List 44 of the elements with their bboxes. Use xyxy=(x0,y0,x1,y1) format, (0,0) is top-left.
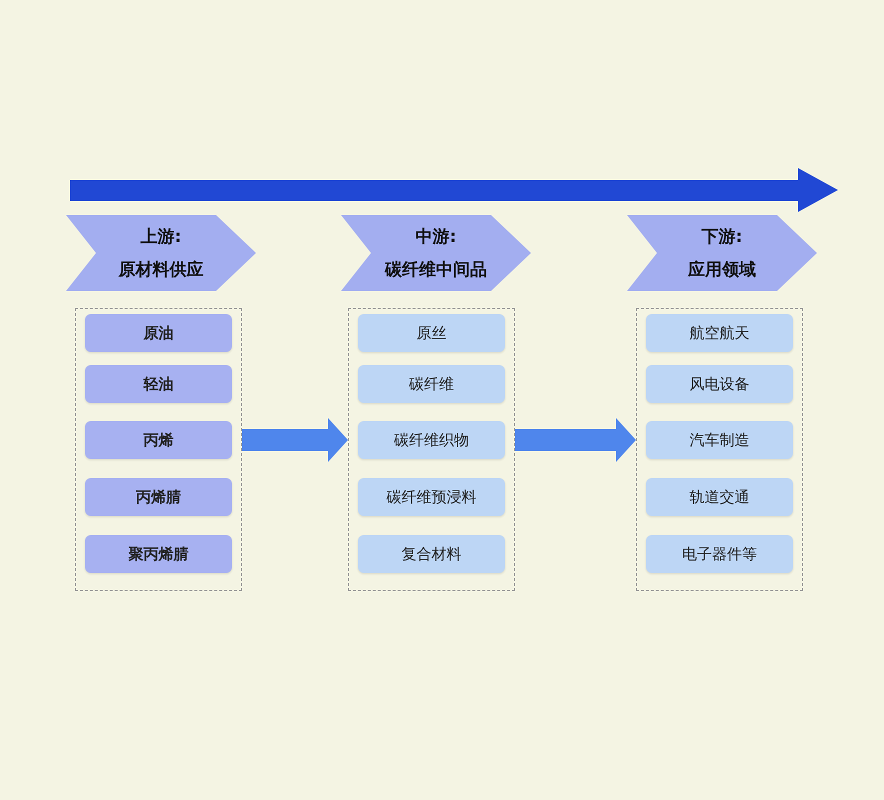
item-label: 聚丙烯腈 xyxy=(128,544,188,564)
item-box xyxy=(358,535,505,573)
banner-heading: 下游: xyxy=(702,226,742,248)
item-box xyxy=(85,365,232,403)
item-box xyxy=(358,314,505,352)
dashed-group-box xyxy=(636,308,803,591)
item-box xyxy=(85,314,232,352)
item-box xyxy=(85,421,232,459)
item-label: 航空航天 xyxy=(690,324,750,342)
dashed-group-box xyxy=(75,308,242,591)
chevron-banner xyxy=(66,215,256,291)
item-label: 轻油 xyxy=(144,374,174,394)
banner-heading: 上游: xyxy=(140,226,182,248)
item-box xyxy=(85,535,232,573)
item-box xyxy=(646,365,793,403)
item-label: 碳纤维 xyxy=(409,374,454,394)
item-label: 轨道交通 xyxy=(690,488,750,506)
banner-heading: 原材料供应 xyxy=(118,259,204,281)
item-label: 碳纤维织物 xyxy=(394,430,469,450)
banner-heading: 中游: xyxy=(416,226,456,248)
dashed-group-box xyxy=(348,308,515,591)
block-arrow xyxy=(515,418,636,462)
banner-heading: 应用领域 xyxy=(688,259,756,281)
item-label: 复合材料 xyxy=(402,544,462,564)
block-arrow xyxy=(242,418,348,462)
banner-heading: 碳纤维中间品 xyxy=(385,259,487,281)
item-label: 电子器件等 xyxy=(682,544,757,564)
chevron-banner xyxy=(341,215,531,291)
item-label: 风电设备 xyxy=(690,374,750,394)
item-box xyxy=(358,478,505,516)
chevron-banner xyxy=(627,215,817,291)
item-label: 原丝 xyxy=(416,324,446,342)
item-label: 汽车制造 xyxy=(690,430,750,450)
item-label: 碳纤维预浸料 xyxy=(386,488,476,506)
item-box xyxy=(85,478,232,516)
item-label: 丙烯腈 xyxy=(136,488,181,506)
item-label: 原油 xyxy=(144,324,174,342)
item-box xyxy=(646,478,793,516)
item-box xyxy=(646,421,793,459)
item-label: 丙烯 xyxy=(144,430,174,450)
item-box xyxy=(358,421,505,459)
item-box xyxy=(646,535,793,573)
item-box xyxy=(646,314,793,352)
item-box xyxy=(358,365,505,403)
